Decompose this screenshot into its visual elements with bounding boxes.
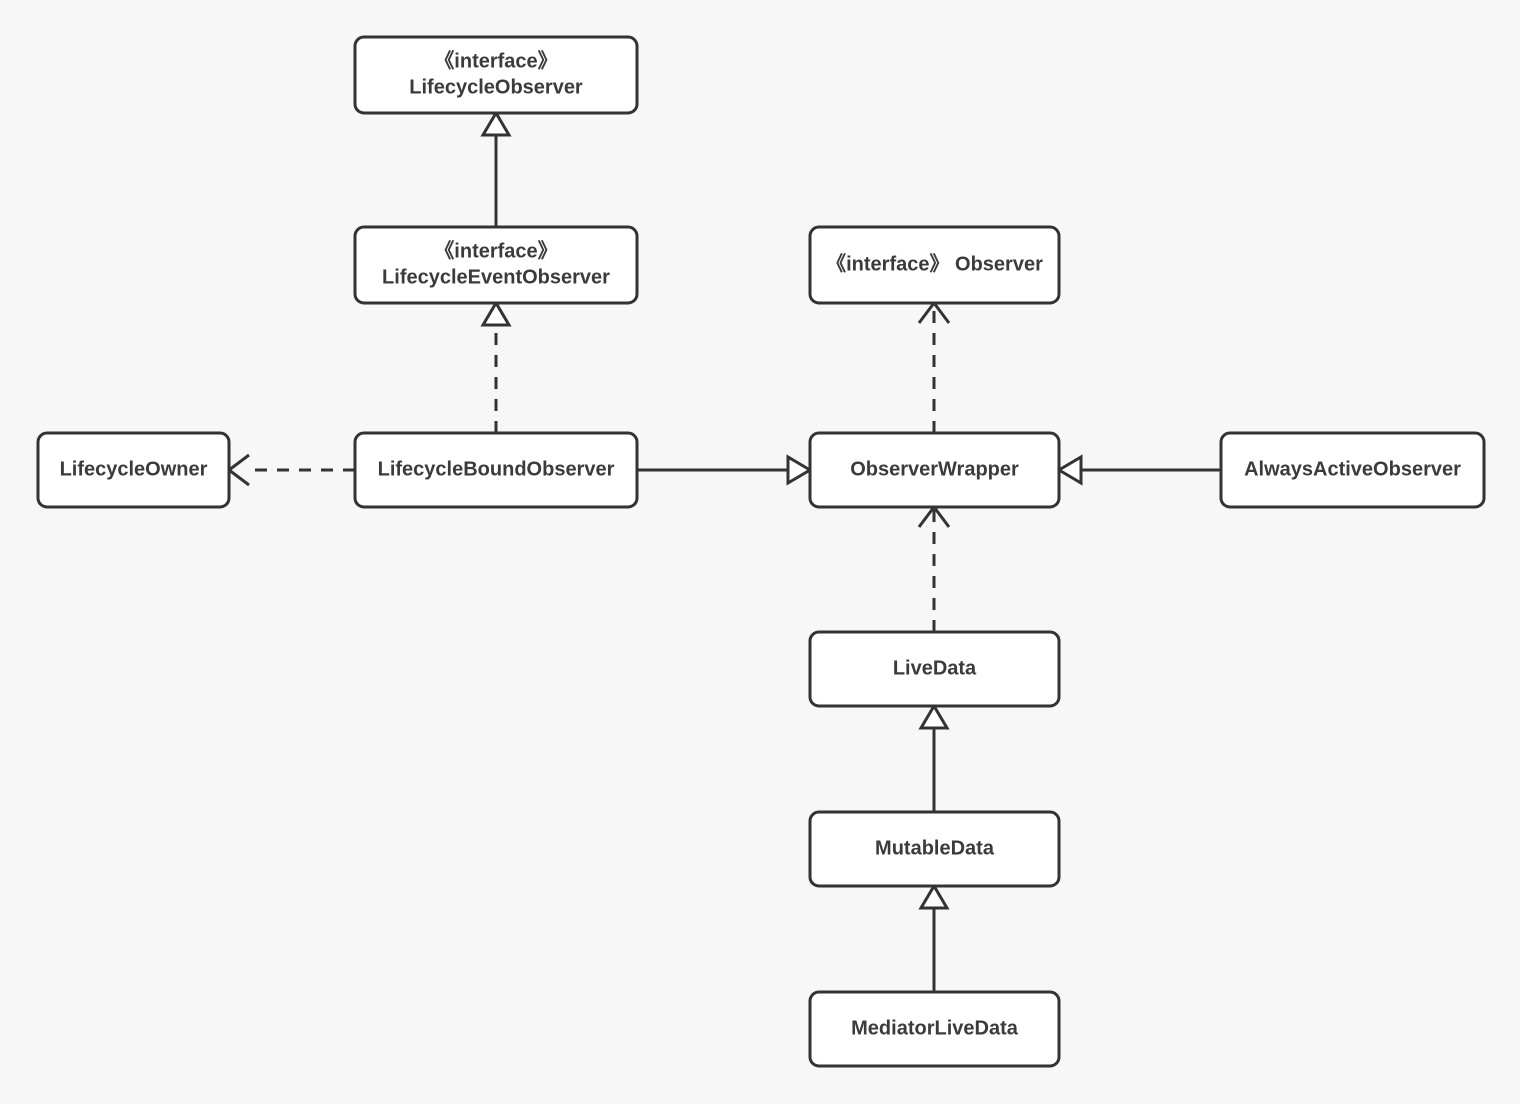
uml-edge-generalization [918,703,950,812]
uml-class-box[interactable]: MutableData [808,810,1061,888]
class-box-frame [808,431,1061,509]
class-box-frame [1219,431,1486,509]
uml-edge-dependency [226,453,355,487]
class-box-frame [808,225,1061,305]
class-box-frame [353,35,639,115]
uml-class-box[interactable]: ObserverWrapper [808,431,1061,509]
uml-edge-dependency [917,300,951,433]
uml-class-box[interactable]: MediatorLiveData [808,990,1061,1068]
uml-edge-generalization [918,883,950,992]
class-box-frame [808,990,1061,1068]
nodes-layer: 《interface》LifecycleObserver 《interface》L… [36,35,1486,1068]
class-box-frame [808,810,1061,888]
uml-class-box[interactable]: LiveData [808,630,1061,708]
arrowhead-hollow-triangle [786,454,813,486]
uml-edge-generalization [480,110,512,227]
arrowhead-open-line [226,453,250,487]
class-box-frame [353,431,639,509]
uml-edge-generalization [637,454,813,486]
class-box-frame [808,630,1061,708]
uml-edge-generalization [1056,454,1221,486]
uml-class-box[interactable]: LifecycleOwner [36,431,231,509]
uml-class-box[interactable]: 《interface》LifecycleObserver [353,35,639,115]
arrowhead-hollow-triangle [480,300,512,327]
class-box-frame [36,431,231,509]
class-box-frame [353,225,639,305]
arrowhead-hollow-triangle [918,703,950,730]
uml-edge-realization [480,300,512,433]
uml-class-box[interactable]: 《interface》LifecycleEventObserver [353,225,639,305]
uml-class-box[interactable]: LifecycleBoundObserver [353,431,639,509]
uml-edge-dependency [917,504,951,632]
arrowhead-hollow-triangle [918,883,950,910]
uml-class-box[interactable]: AlwaysActiveObserver [1219,431,1486,509]
arrowhead-hollow-triangle [1056,454,1083,486]
arrowhead-hollow-triangle [480,110,512,137]
uml-class-box[interactable]: 《interface》 Observer [808,225,1061,305]
